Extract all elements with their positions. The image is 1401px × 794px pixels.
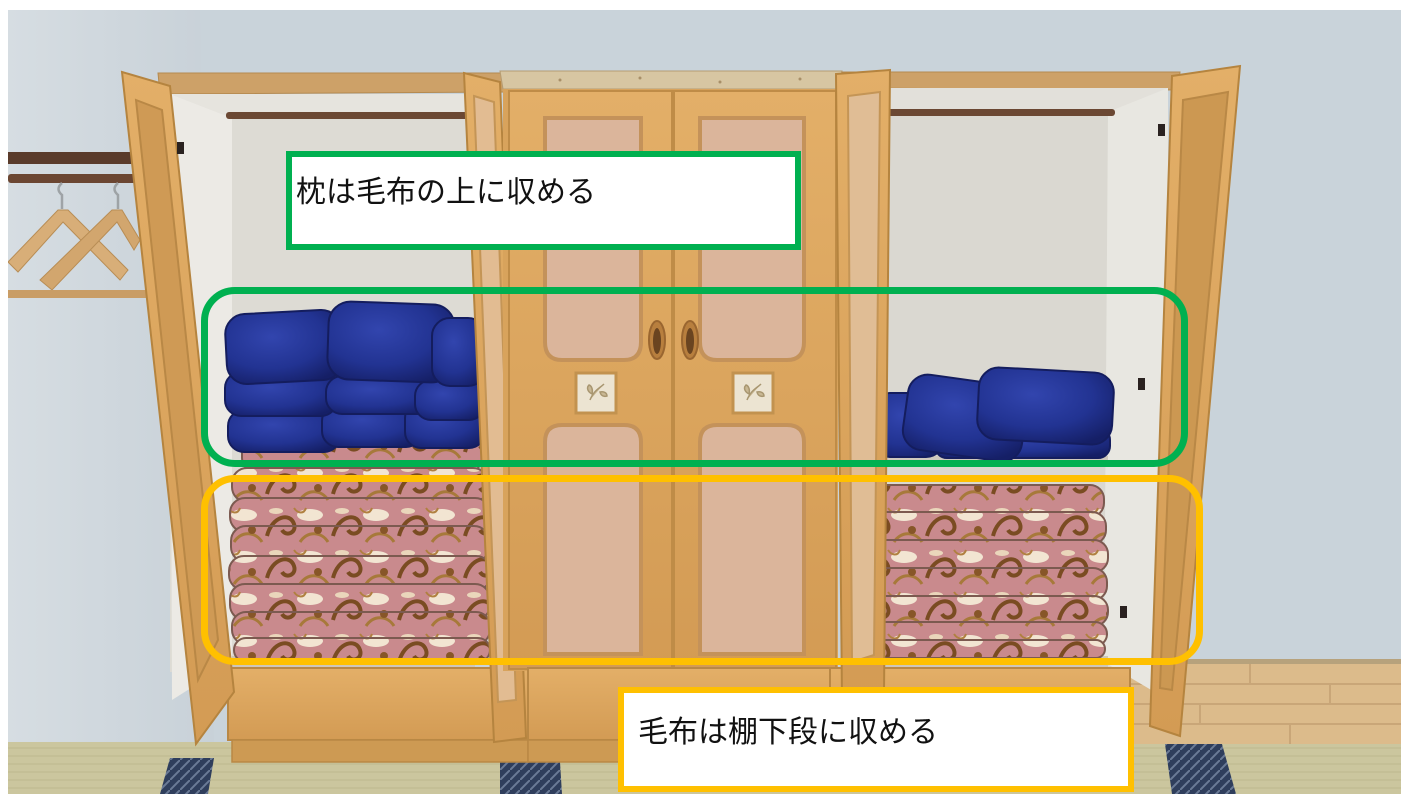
- door-hinge: [1158, 124, 1165, 136]
- decorative-tile: [574, 371, 618, 415]
- door-hinge: [177, 142, 184, 154]
- center-wardrobe: [499, 70, 843, 763]
- cabinet-top: [841, 71, 1181, 91]
- interior-side-wall: [1104, 88, 1168, 700]
- hanger: [39, 182, 141, 291]
- pillow: [976, 366, 1115, 446]
- cabinet-top: [157, 72, 507, 95]
- skirting: [1130, 659, 1401, 665]
- rail-shelf: [8, 152, 132, 164]
- pillow-stack-right: [871, 366, 1115, 463]
- decorative-tile: [731, 371, 775, 415]
- clothes-rod: [885, 109, 1115, 116]
- clothes-rod: [226, 112, 470, 119]
- top-speckle: [718, 80, 722, 84]
- pillow-note-box: 枕は毛布の上に収める: [286, 151, 801, 250]
- tile-flower: [743, 383, 765, 401]
- tile-flower: [586, 383, 608, 401]
- hanger-bar: [8, 290, 146, 298]
- door-hinge: [1138, 378, 1145, 390]
- top-speckle: [558, 78, 562, 82]
- pillow-note-text: 枕は毛布の上に収める: [296, 175, 596, 210]
- hanger-body: [8, 209, 129, 281]
- top-speckle: [798, 77, 802, 81]
- drawer-front: [227, 667, 529, 741]
- pillow-stack-left: [224, 300, 487, 453]
- photo: [8, 10, 1401, 794]
- blanket-zone-highlight: [201, 475, 1203, 665]
- right-wardrobe: [829, 64, 1242, 763]
- blanket-note-box: 毛布は棚下段に収める: [618, 687, 1134, 792]
- hanger: [8, 182, 129, 281]
- interior-ceiling: [878, 88, 1168, 112]
- clothes-rail: [8, 152, 146, 298]
- drawer-plinth: [231, 739, 529, 763]
- tatami-border: [500, 762, 562, 794]
- tatami-border: [1165, 744, 1236, 794]
- pillow-zone-highlight: [201, 287, 1188, 467]
- door-panel: [846, 90, 882, 664]
- door-handle-recess: [686, 328, 694, 354]
- blanket-note-text: 毛布は棚下段に収める: [638, 715, 938, 750]
- top-speckle: [638, 76, 642, 80]
- door-panel: [543, 423, 643, 656]
- rail-rod: [8, 174, 136, 183]
- hanger-body: [39, 209, 141, 291]
- wardrobe-door-outer: [1120, 64, 1242, 738]
- door-panel: [1158, 90, 1230, 692]
- cabinet-top: [499, 70, 843, 90]
- door-panel: [698, 423, 806, 656]
- hanger-hook: [57, 182, 64, 209]
- door-hinge: [1120, 606, 1127, 618]
- hanger-hook: [113, 182, 120, 209]
- wardrobe-door-inner: [834, 68, 892, 702]
- blanket-stack-right: [869, 484, 1109, 659]
- drawer: [227, 667, 529, 763]
- door-handle-recess: [653, 328, 661, 354]
- tatami-border: [160, 758, 214, 794]
